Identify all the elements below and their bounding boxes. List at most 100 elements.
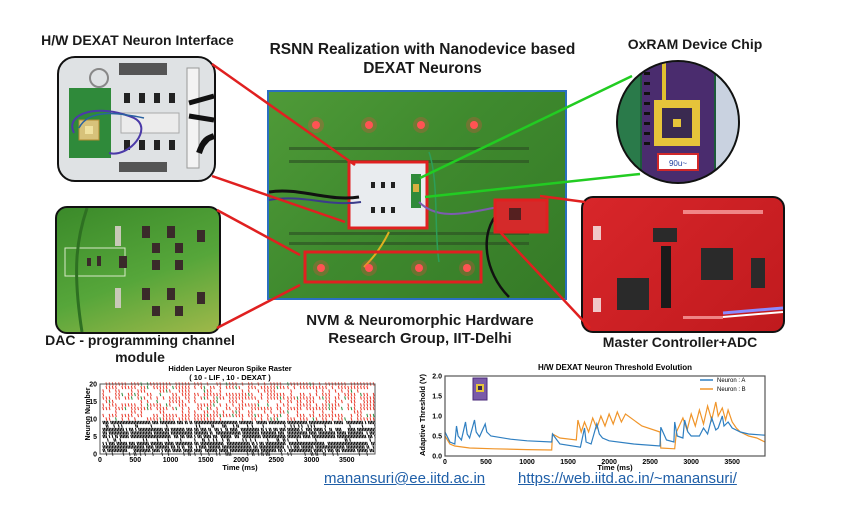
spike-mark <box>121 413 124 418</box>
spike-mark <box>175 392 178 397</box>
email-link[interactable]: manansuri@ee.iitd.ac.in <box>324 470 486 487</box>
spike-mark <box>150 445 153 449</box>
spike-mark <box>159 417 162 421</box>
spike-mark <box>346 445 348 449</box>
spike-mark <box>105 427 108 432</box>
spike-mark <box>273 448 275 453</box>
spike-mark <box>111 441 114 446</box>
spike-mark <box>364 434 367 439</box>
spike-mark <box>372 448 375 453</box>
spike-mark <box>116 441 119 446</box>
spike-mark <box>310 448 313 453</box>
spike-mark <box>108 399 111 404</box>
spike-mark <box>246 434 249 439</box>
spike-mark <box>162 417 165 421</box>
spike-mark <box>134 427 137 432</box>
spike-mark <box>279 410 282 414</box>
spike-mark <box>241 413 244 418</box>
spike-mark <box>282 431 285 435</box>
threshold-xtick: 1500 <box>560 459 576 466</box>
spike-mark <box>139 420 142 425</box>
spike-mark <box>305 445 308 449</box>
spike-mark <box>173 431 176 435</box>
spike-mark <box>238 403 241 407</box>
website-link[interactable]: https://web.iitd.ac.in/~manansuri/ <box>518 470 737 487</box>
spike-mark <box>198 431 201 435</box>
spike-mark <box>369 403 372 407</box>
spike-mark <box>245 438 247 442</box>
spike-mark <box>220 434 223 439</box>
spike-mark <box>356 445 359 449</box>
spike-mark <box>195 445 198 449</box>
spike-mark <box>246 441 249 446</box>
spike-mark <box>162 406 165 411</box>
spike-mark <box>266 389 269 393</box>
spike-mark <box>349 427 351 432</box>
spike-mark <box>209 413 212 418</box>
spike-mark <box>304 441 306 446</box>
spike-mark <box>273 389 276 393</box>
spike-mark <box>328 399 331 404</box>
spike-mark <box>353 406 356 411</box>
spike-mark <box>341 441 344 446</box>
spike-mark <box>188 389 190 393</box>
spike-mark <box>195 427 198 432</box>
spike-mark <box>175 413 178 418</box>
spike-mark <box>238 431 241 435</box>
spike-mark <box>310 420 313 425</box>
spike-mark <box>181 417 184 421</box>
spike-mark <box>221 431 224 435</box>
spike-mark <box>274 431 277 435</box>
spike-mark <box>221 424 224 428</box>
spike-mark <box>141 434 143 439</box>
spike-mark <box>364 441 367 446</box>
spike-mark <box>172 399 174 404</box>
spike-mark <box>149 417 152 421</box>
connector-dac-top <box>216 208 301 257</box>
spike-mark <box>128 420 131 425</box>
spike-mark <box>241 389 244 393</box>
spike-mark <box>178 417 181 421</box>
spike-mark <box>133 420 136 425</box>
spike-mark <box>254 438 257 442</box>
spike-mark <box>181 410 184 414</box>
spike-mark <box>125 420 128 425</box>
spike-mark <box>215 431 218 435</box>
spike-mark <box>241 406 244 411</box>
raster-xlabel: Time (ms) <box>222 463 258 472</box>
spike-mark <box>200 434 202 439</box>
spike-mark <box>149 403 152 407</box>
spike-mark <box>336 431 339 435</box>
oxram-chip-photo: 90u~ <box>616 60 740 184</box>
spike-mark <box>310 424 313 428</box>
spike-mark <box>115 396 117 400</box>
spike-mark <box>203 438 206 442</box>
spike-mark <box>120 431 123 435</box>
spike-mark <box>228 431 230 435</box>
spike-mark <box>226 445 229 449</box>
spike-mark <box>226 448 229 453</box>
spike-mark <box>352 434 355 439</box>
spike-mark <box>327 448 330 453</box>
spike-mark <box>251 413 253 418</box>
spike-mark <box>156 434 159 439</box>
spike-mark <box>133 448 136 453</box>
spike-mark <box>254 396 257 400</box>
spike-mark <box>336 445 339 449</box>
spike-mark <box>186 448 188 453</box>
spike-mark <box>134 424 137 428</box>
spike-mark <box>237 431 240 435</box>
spike-mark <box>175 427 178 432</box>
spike-mark <box>310 431 313 435</box>
spike-mark <box>309 403 312 407</box>
spike-mark <box>346 448 348 453</box>
spike-mark <box>219 389 222 393</box>
spike-mark <box>325 396 327 400</box>
spike-mark <box>287 420 289 425</box>
spike-mark <box>139 441 142 446</box>
spike-mark <box>356 427 359 432</box>
spike-mark <box>169 420 171 425</box>
spike-mark <box>249 438 252 442</box>
spike-mark <box>353 431 356 435</box>
spike-mark <box>333 445 336 449</box>
